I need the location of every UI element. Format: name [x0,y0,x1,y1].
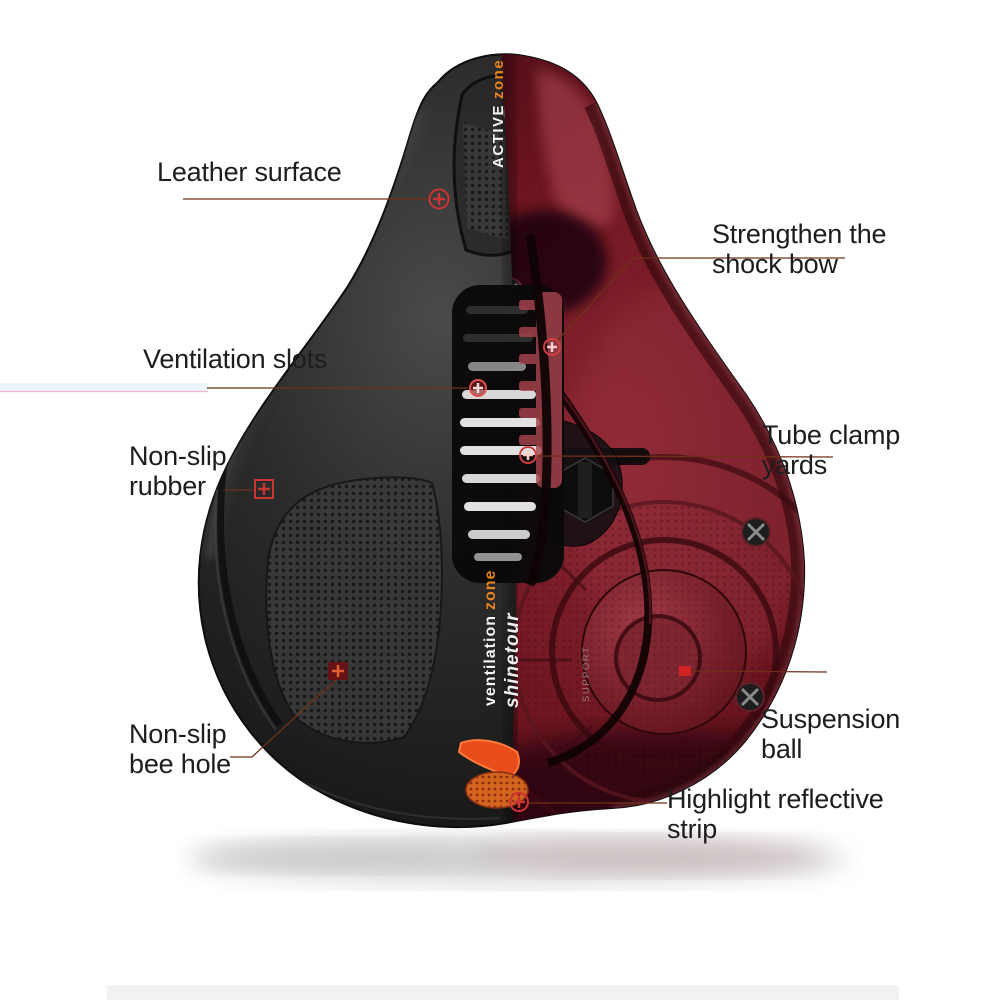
callout-leather-surface: Leather surface [157,157,342,187]
screw [741,517,771,547]
screw [735,682,765,712]
marker-non-slip-bee-hole [328,662,348,680]
active-text: ACTIVE [490,104,507,168]
marker-leather-surface [428,188,450,210]
marker-strengthen-shock-bow [543,338,561,356]
marker-non-slip-rubber [254,479,274,499]
leader-suspension-ball [691,670,828,673]
ventilation-text: ventilation [482,615,499,706]
marker-ventilation-slots [469,379,487,397]
leader-strengthen-shock-bow [555,257,845,343]
shinetour-brand-text: shinetour [502,612,523,708]
ventilation-slats [452,234,564,587]
callout-markers [254,188,691,812]
ground-reflection [190,834,850,886]
bee-hole-panel [265,476,443,744]
callout-highlight-reflective-strip: Highlight reflective strip [667,784,884,844]
callout-non-slip-bee-hole: Non-slip bee hole [129,719,231,779]
support-text: SUPPORT [581,646,592,702]
leader-lines [183,198,845,804]
callout-tube-clamp-yards: Tube clamp yards [762,420,901,480]
marker-tube-clamp-yards [519,446,537,464]
left-stripe-artifact [0,383,208,393]
marker-suspension-ball [679,666,691,676]
ventilation-zone-text: zone [482,570,499,610]
leader-non-slip-bee-hole [230,677,339,758]
bottom-bar [107,985,899,1000]
reflective-strip [457,739,529,809]
saddle-top-branding: ACTIVE zone [490,59,507,168]
shock-bow-wire [546,387,653,767]
leader-tube-clamp-yards [536,455,834,458]
marker-highlight-reflective-strip [509,792,529,812]
callout-suspension-ball: Suspension ball [761,704,901,764]
active-zone-text: zone [490,59,507,99]
callout-strengthen-shock-bow: Strengthen the shock bow [712,219,887,279]
nose-dot-texture [463,122,508,240]
callout-non-slip-rubber: Non-slip rubber [129,441,227,501]
saddle-side-branding: ventilation zone [482,570,499,706]
callout-ventilation-slots: Ventilation slots [143,344,328,374]
